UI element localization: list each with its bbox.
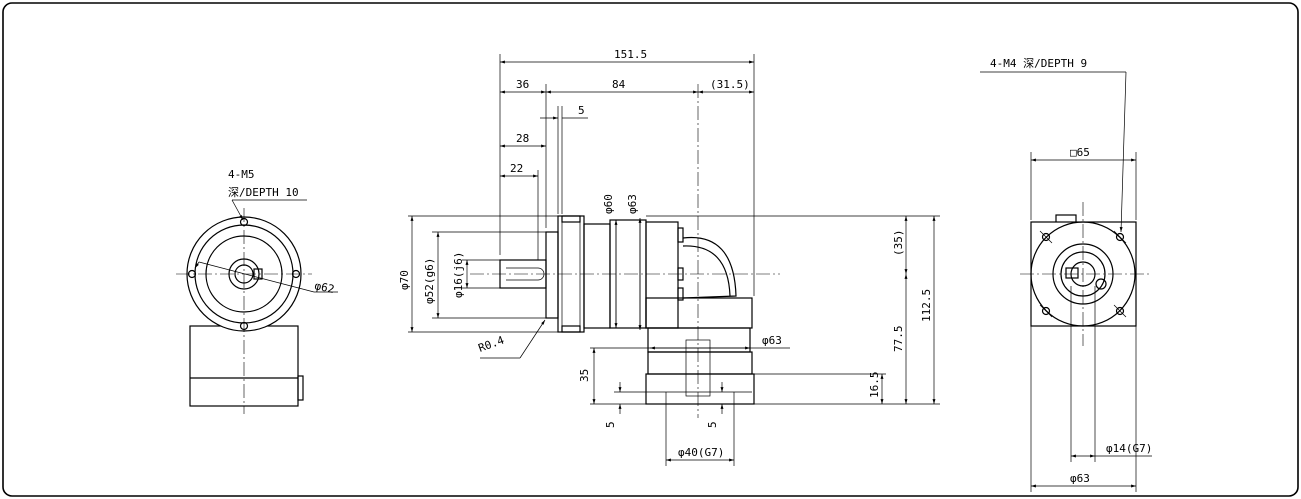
- dim-35: 35: [578, 369, 591, 382]
- dim-35-paren: (35): [892, 230, 905, 257]
- dim-dia-16: φ16(j6): [452, 252, 465, 298]
- dim-28: 28: [516, 132, 529, 145]
- motor-mount-base: [645, 373, 755, 405]
- right-hole-spec: 4-M4 深/DEPTH 9: [990, 57, 1087, 70]
- dim-77-5: 77.5: [892, 326, 905, 353]
- mount-hole-tl: [1041, 232, 1051, 242]
- dim-84: 84: [612, 78, 626, 91]
- dim-dia-52: φ52(g6): [423, 258, 436, 304]
- mount-hole-br: [1115, 306, 1125, 316]
- dim-dia-60: φ60: [602, 194, 615, 214]
- dim-dia-70: φ70: [398, 270, 411, 290]
- mount-hole-tr: [1115, 232, 1125, 242]
- mount-hole-bl: [1041, 306, 1051, 316]
- dim-5-left: 5: [604, 421, 617, 428]
- left-pcd-label: φ62: [313, 279, 335, 296]
- dim-22: 22: [510, 162, 523, 175]
- right-angle-elbow: [682, 236, 737, 299]
- dim-31-5: (31.5): [710, 78, 750, 91]
- left-hole-spec: 4-M5: [228, 168, 255, 181]
- left-depth-note: 深/DEPTH 10: [228, 186, 299, 199]
- dim-5-right: 5: [706, 421, 719, 428]
- dim-5-top: 5: [578, 104, 585, 117]
- dim-16-5: 16.5: [868, 372, 881, 399]
- side-view: 151.5 36 84 (31.5) 5 28 22 φ60 φ63 φ70 φ…: [398, 48, 940, 466]
- dim-overall-length: 151.5: [614, 48, 647, 61]
- right-end-view: 4-M4 深/DEPTH 9 □65 φ14(G7) φ63: [980, 57, 1152, 492]
- dim-dia-14: φ14(G7): [1106, 442, 1152, 455]
- keyway: [1065, 267, 1079, 279]
- dim-dia-63-mid: φ63: [762, 334, 782, 347]
- dim-112-5: 112.5: [920, 289, 933, 322]
- left-end-view: 4-M5 深/DEPTH 10 φ62: [176, 168, 338, 414]
- dim-36: 36: [516, 78, 529, 91]
- dim-dia-40: φ40(G7): [678, 446, 724, 459]
- dim-dia-63-bottom: φ63: [1070, 472, 1090, 485]
- dim-square-65: □65: [1070, 146, 1090, 159]
- dim-dia-63-top: φ63: [626, 194, 639, 214]
